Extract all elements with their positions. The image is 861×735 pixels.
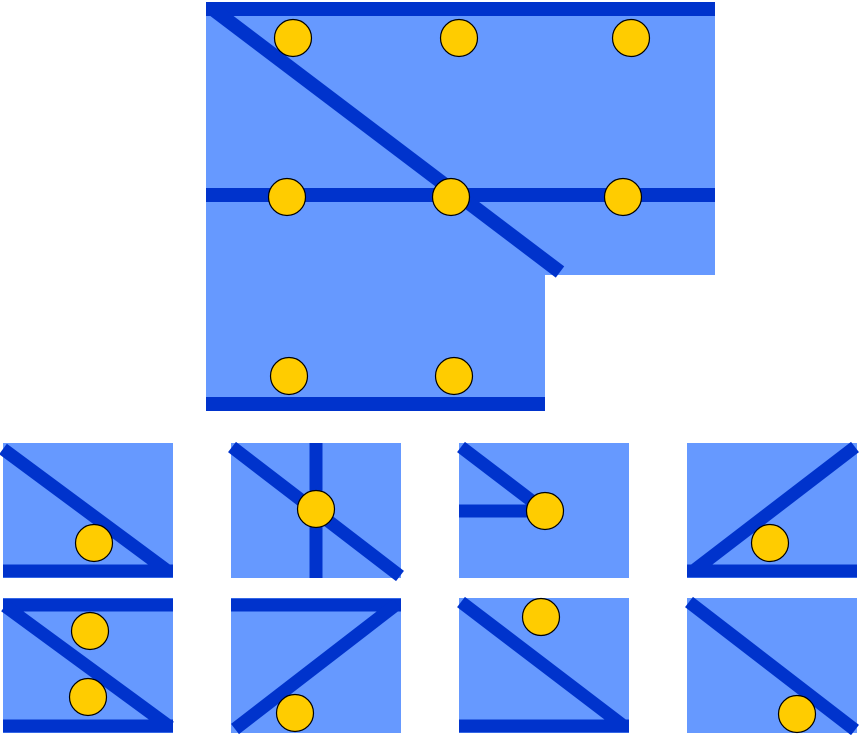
answer-tile-4[interactable] <box>687 441 859 578</box>
main-token <box>611 18 651 58</box>
tile-token <box>750 523 790 563</box>
tile-token <box>74 523 114 563</box>
answer-tile-1[interactable] <box>0 443 173 578</box>
main-figure <box>206 2 715 411</box>
tile-token <box>275 693 315 733</box>
tile-token <box>521 597 561 637</box>
main-token <box>273 18 313 58</box>
main-token <box>431 177 471 217</box>
main-token <box>267 177 307 217</box>
main-diagonal <box>209 4 565 278</box>
tile-token <box>70 611 110 651</box>
tile-token <box>68 677 108 717</box>
main-token <box>269 356 309 396</box>
tile-token <box>525 491 565 531</box>
answer-tile-2[interactable] <box>228 441 404 582</box>
answer-tile-7[interactable] <box>457 596 629 733</box>
answer-tile-3[interactable] <box>457 441 629 578</box>
answer-tile-8[interactable] <box>685 596 859 735</box>
tile-token <box>777 694 817 734</box>
answer-tile-5[interactable] <box>1 598 174 733</box>
answer-tile-6[interactable] <box>231 598 401 735</box>
main-token <box>603 177 643 217</box>
tile-token <box>296 489 336 529</box>
main-token <box>439 18 479 58</box>
main-token <box>434 356 474 396</box>
